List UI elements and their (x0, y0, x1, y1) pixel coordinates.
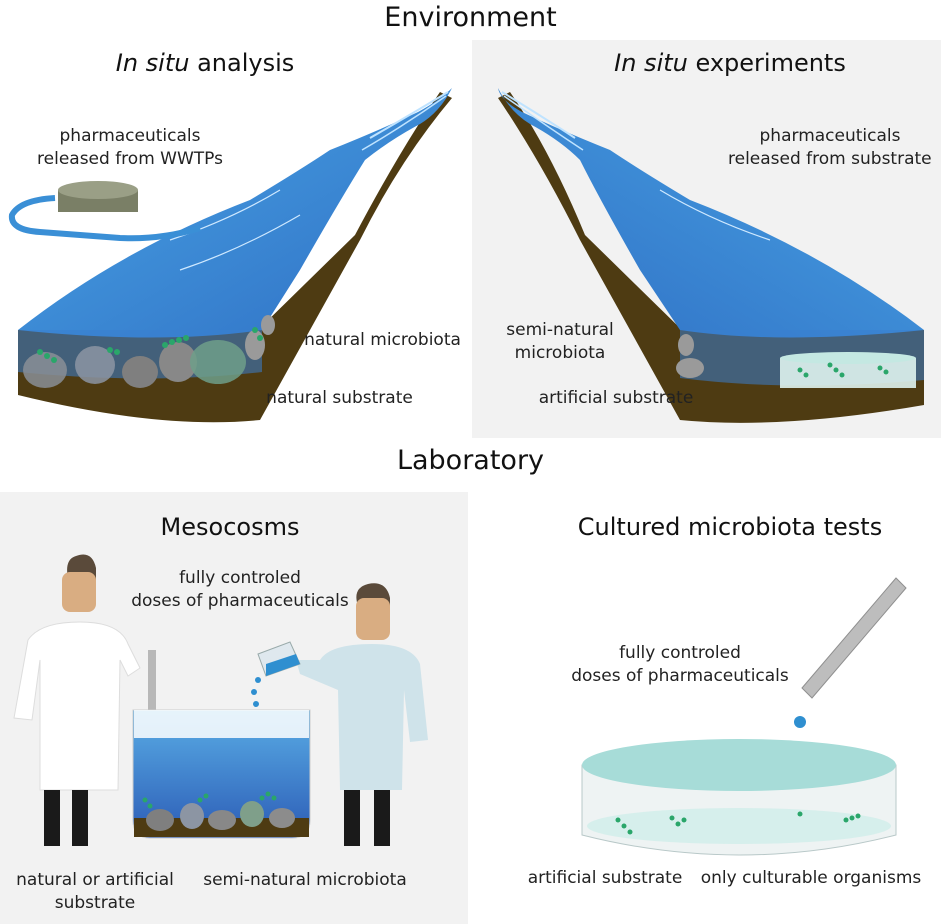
petri-dish (581, 739, 897, 856)
river-left (18, 88, 452, 423)
microbes-left (37, 327, 263, 363)
heading-environment: Environment (384, 2, 557, 33)
label-semi-natural-line1: semi-natural (506, 320, 614, 340)
pipette-culture (794, 577, 907, 728)
scientist-right (296, 583, 428, 846)
river-right (498, 88, 924, 423)
label-natural-artificial-line2: substrate (54, 893, 136, 913)
label-semi-natural-line2: microbiota (514, 343, 606, 363)
title-cultured-tests: Cultured microbiota tests (577, 513, 883, 541)
title-in-situ-analysis-italic: In situ (115, 49, 190, 77)
label-artificial-substrate-culture: artificial substrate (527, 868, 683, 888)
wwtp-pipe (8, 181, 201, 242)
title-mesocosms: Mesocosms (160, 513, 300, 541)
label-natural-substrate: natural substrate (266, 388, 413, 408)
label-natural-artificial-line1: natural or artificial (16, 870, 174, 890)
scientist-left (13, 554, 141, 846)
title-in-situ-analysis: In situ analysis (60, 48, 350, 78)
title-in-situ-analysis-rest: analysis (189, 49, 295, 77)
label-wwtp-line2: released from WWTPs (37, 149, 223, 169)
label-culture-doses-line2: doses of pharmaceuticals (571, 666, 789, 686)
title-in-situ-experiments: In situ experiments (560, 48, 900, 78)
label-culturable-organisms: only culturable organisms (700, 868, 922, 888)
label-natural-microbiota: natural microbiota (304, 330, 461, 350)
artificial-substrate-tray (780, 352, 916, 388)
title-in-situ-experiments-italic: In situ (614, 49, 688, 77)
title-in-situ-experiments-rest: experiments (687, 49, 846, 77)
label-culture-doses-line1: fully controled (619, 643, 741, 663)
label-semi-natural-microbiota: semi-natural microbiota (203, 870, 407, 890)
mesocosm-tank (132, 709, 311, 839)
beaker (251, 641, 301, 707)
label-substrate-release-line1: pharmaceuticals (759, 126, 901, 146)
label-artificial-substrate-exp: artificial substrate (538, 388, 694, 408)
heading-laboratory: Laboratory (396, 445, 545, 476)
label-mesocosm-doses-line2: doses of pharmaceuticals (131, 591, 349, 611)
label-mesocosm-doses-line1: fully controled (179, 568, 301, 588)
label-substrate-release-line2: released from substrate (728, 149, 932, 169)
label-wwtp-line1: pharmaceuticals (59, 126, 201, 146)
